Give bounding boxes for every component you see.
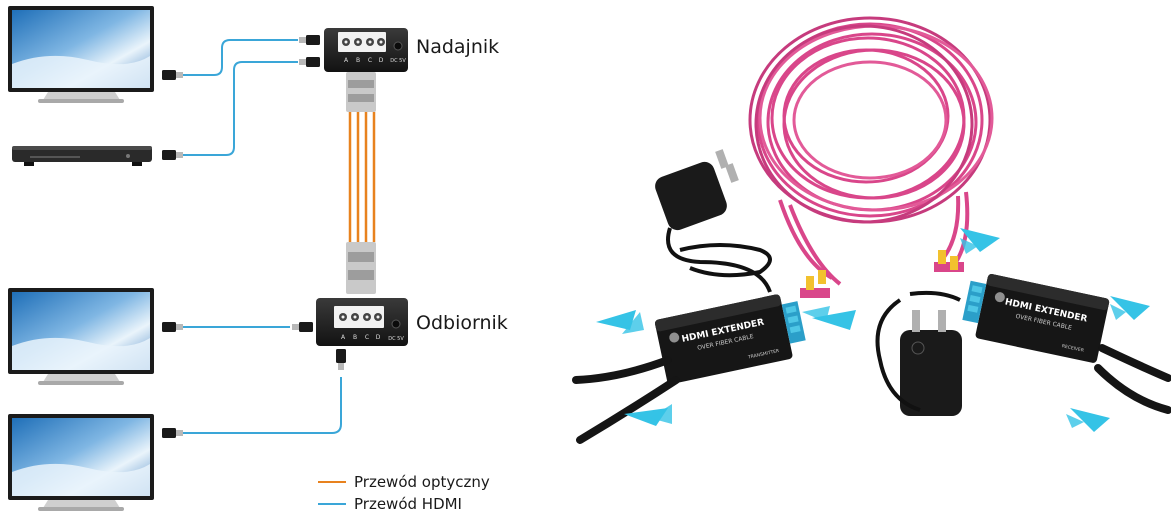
fiber-connector-icon xyxy=(800,270,830,298)
tv-icon xyxy=(8,6,154,103)
legend: Przewód optyczny Przewód HDMI xyxy=(318,471,490,515)
port-label: C xyxy=(365,334,369,341)
unit-tag: RECEIVER xyxy=(1061,343,1084,354)
transmitter-label: Nadajnik xyxy=(416,36,500,58)
fiber-coil xyxy=(748,16,994,286)
legend-item-hdmi: Przewód HDMI xyxy=(318,493,490,515)
dc-label: DC 5V xyxy=(388,336,404,342)
extender-receiver: HDMI EXTENDER OVER FIBER CABLE RECEIVER xyxy=(962,274,1110,363)
port-label: A xyxy=(341,334,346,341)
signal-arrow-icon xyxy=(596,228,1150,432)
power-adapter-icon xyxy=(655,149,772,293)
receiver-unit: A B C D DC 5V xyxy=(316,298,408,346)
port-label: C xyxy=(368,57,372,64)
tv-icon xyxy=(8,414,154,511)
extender-transmitter: HDMI EXTENDER OVER FIBER CABLE TRANSMITT… xyxy=(654,294,806,385)
fiber-cables xyxy=(348,112,376,242)
media-player-icon xyxy=(12,146,152,166)
hdmi-connector-icon xyxy=(162,35,346,438)
tv-icon xyxy=(8,288,154,385)
port-label: D xyxy=(379,57,384,64)
dc-label: DC 5V xyxy=(390,58,406,64)
legend-label: Przewód optyczny xyxy=(354,473,490,491)
legend-swatch xyxy=(318,481,346,483)
fiber-connector-icon xyxy=(346,72,376,112)
legend-item-fiber: Przewód optyczny xyxy=(318,471,490,493)
transmitter-unit: A B C D DC 5V xyxy=(324,28,408,72)
legend-swatch xyxy=(318,503,346,505)
fiber-connector-icon xyxy=(346,242,376,294)
hdmi-cables xyxy=(183,39,342,434)
port-label: B xyxy=(356,57,360,64)
port-label: A xyxy=(344,57,349,64)
legend-label: Przewód HDMI xyxy=(354,495,462,513)
fiber-connector-icon xyxy=(934,250,964,272)
receiver-label: Odbiornik xyxy=(416,312,508,334)
hdmi-cables xyxy=(572,356,680,444)
hdmi-cables xyxy=(1094,344,1171,414)
power-adapter-icon xyxy=(875,290,962,416)
port-label: D xyxy=(376,334,381,341)
port-label: B xyxy=(353,334,357,341)
